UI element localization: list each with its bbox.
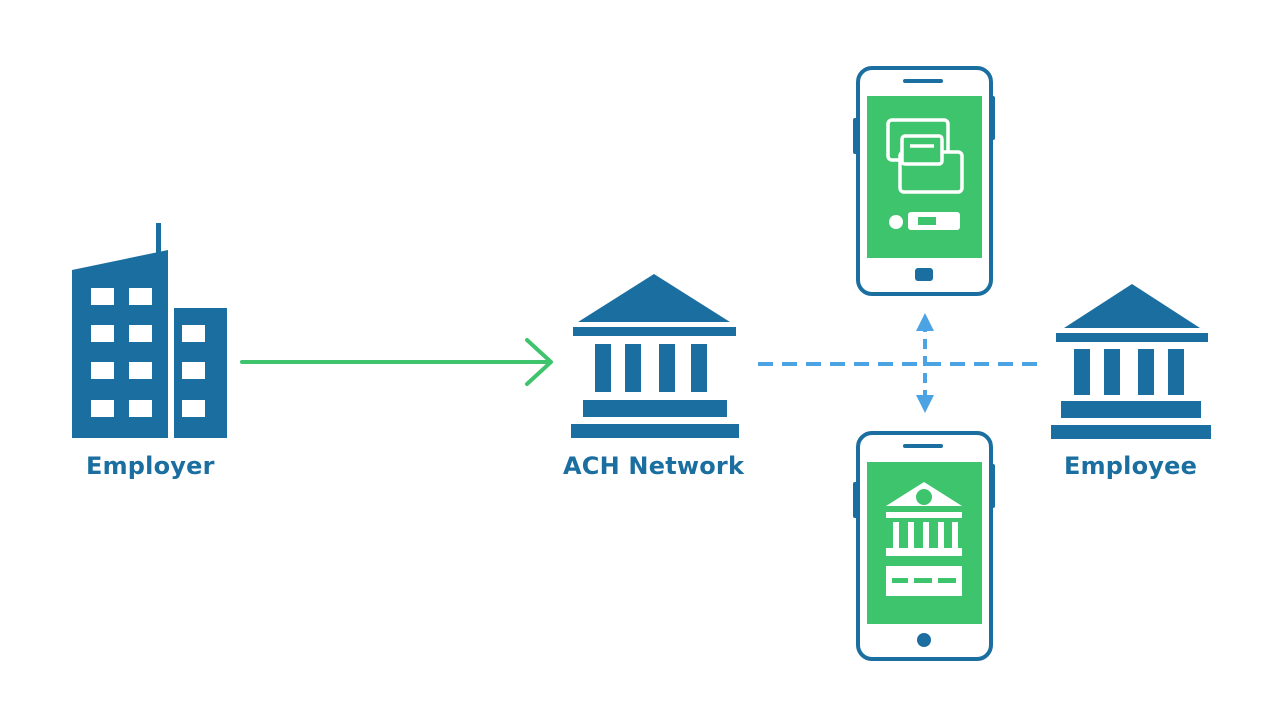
notification-cards-icon (886, 118, 964, 230)
employer-label: Employer (86, 452, 215, 480)
employee-label: Employee (1064, 452, 1198, 480)
office-building-icon (72, 223, 227, 438)
bank-icon (1051, 284, 1211, 439)
mobile-banking-icon (886, 482, 962, 596)
bank-icon (571, 274, 739, 438)
mobile-phone-icon (853, 431, 995, 661)
ach-network-label: ACH Network (563, 452, 745, 480)
payroll-transfer-arrow (240, 338, 553, 386)
mobile-phone-icon (853, 66, 995, 296)
